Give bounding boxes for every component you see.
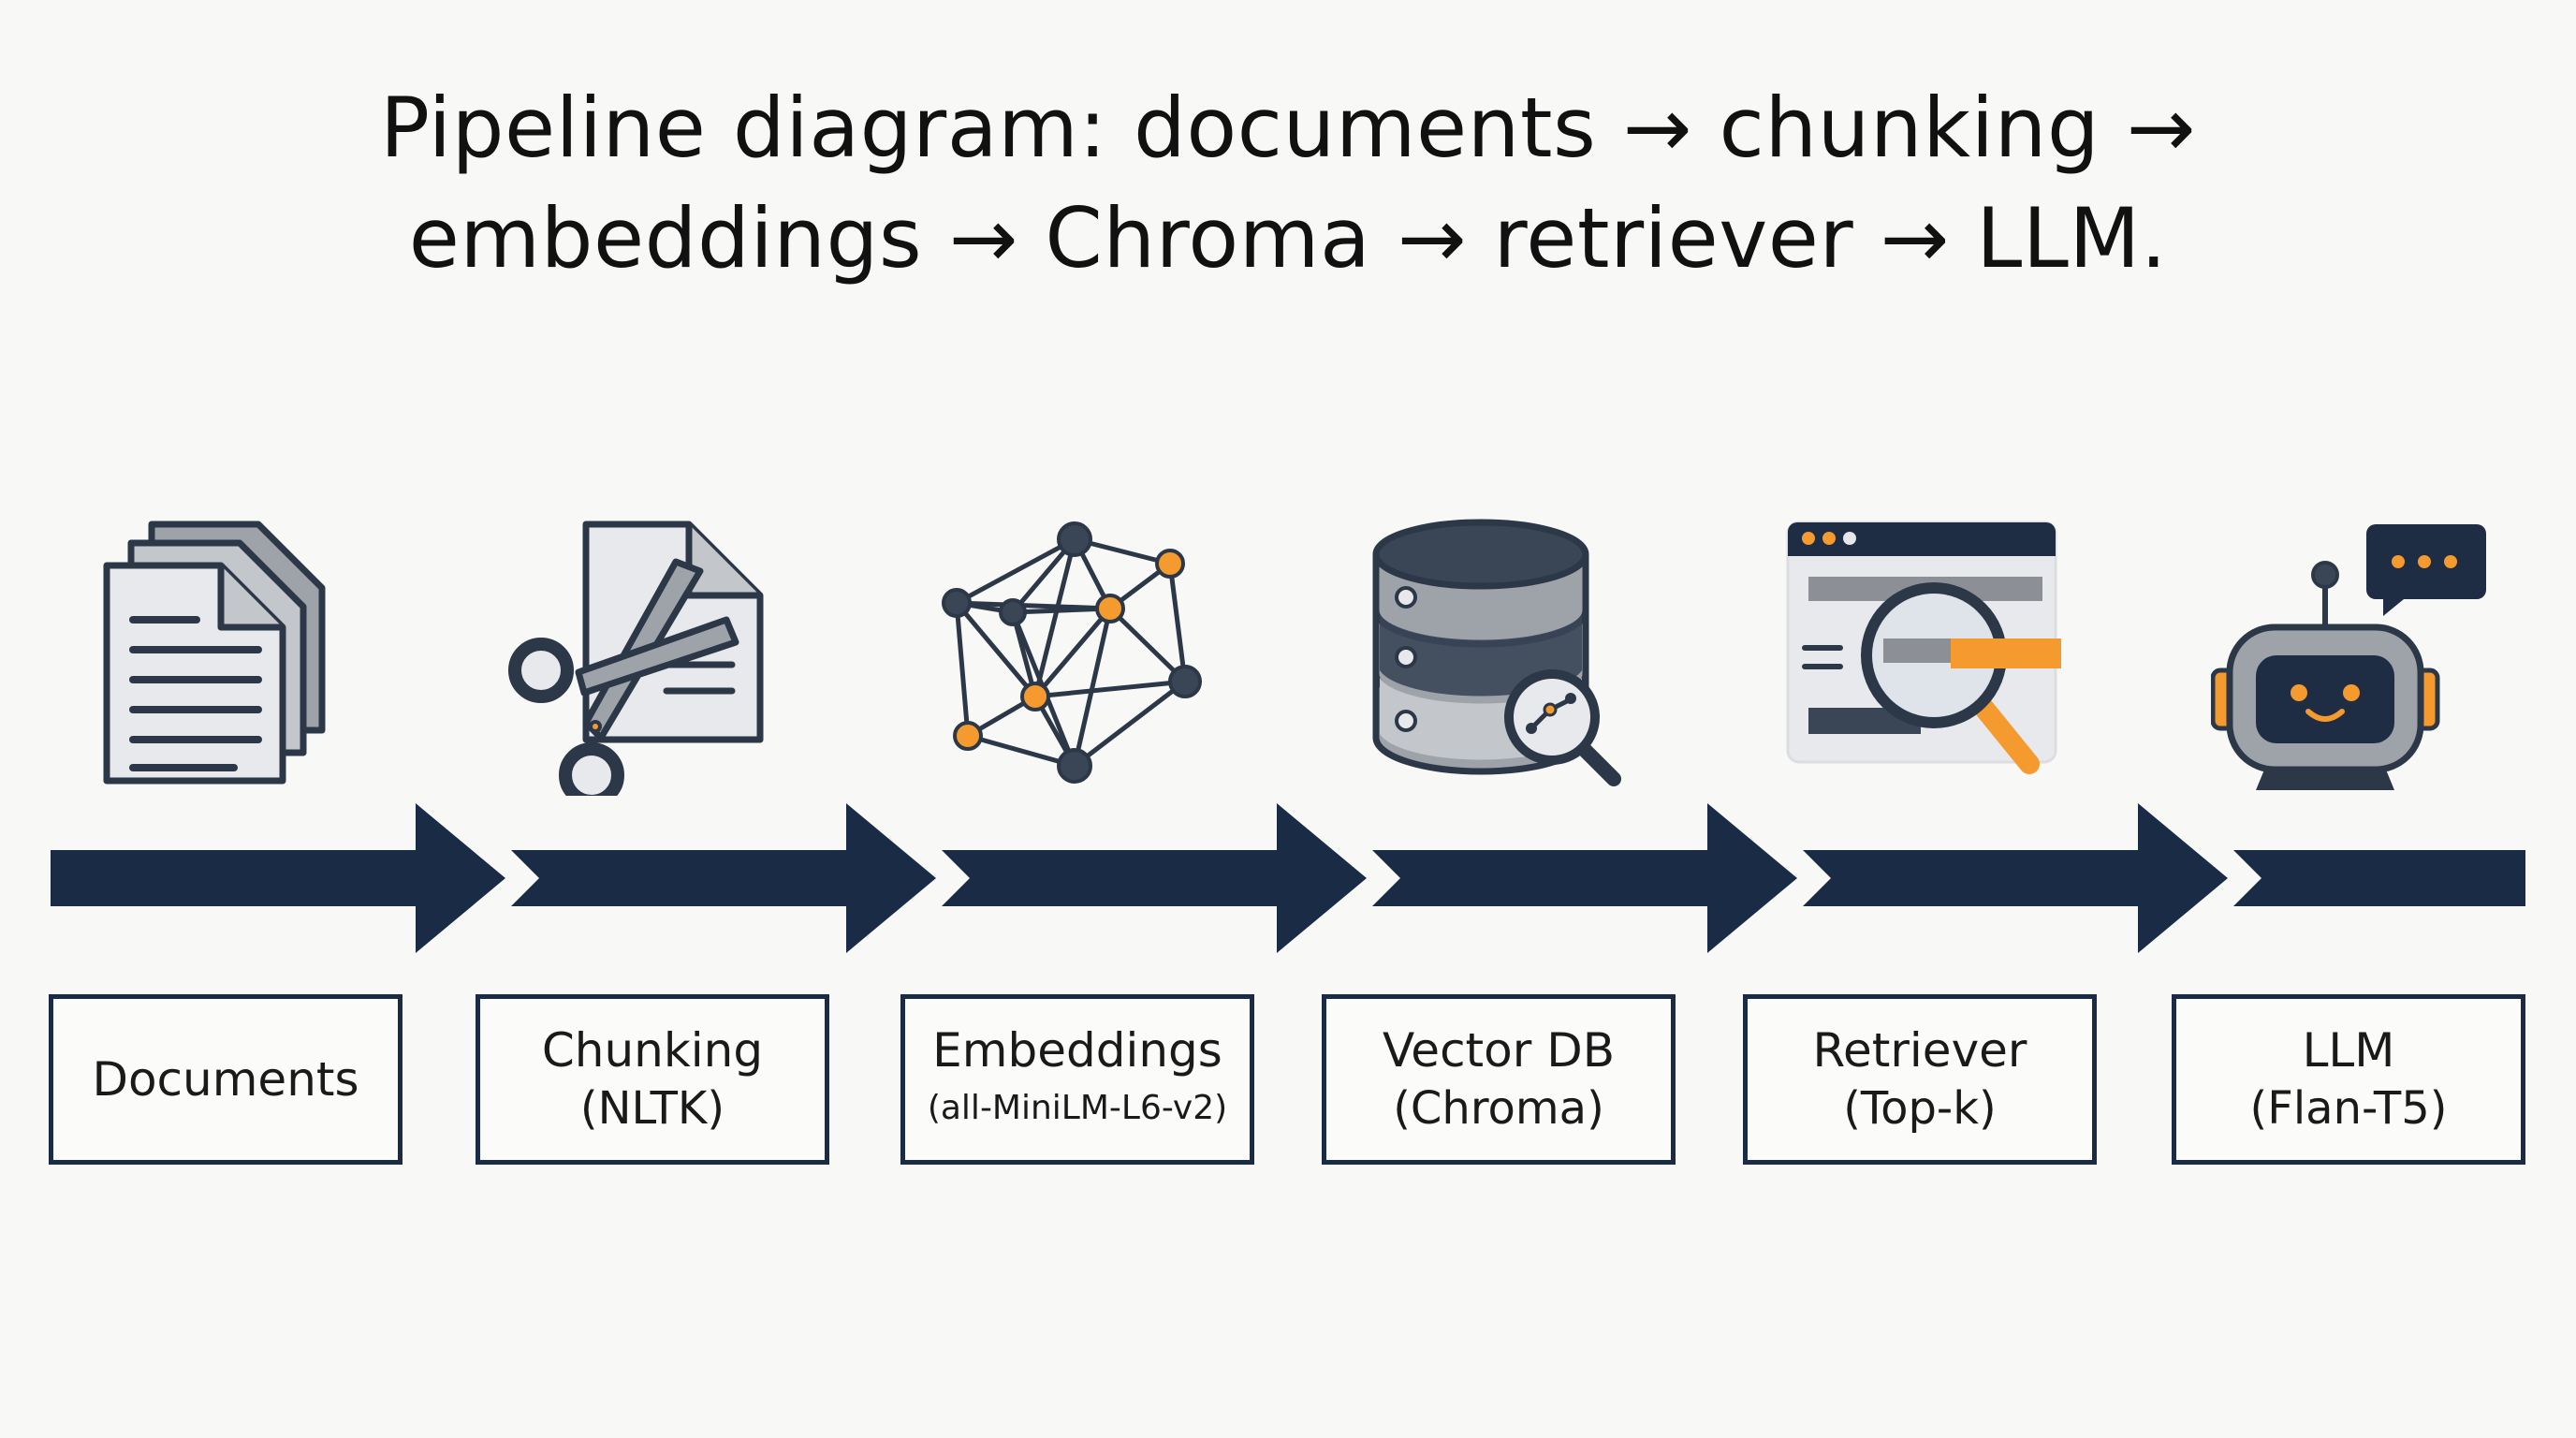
flow-arrow-1 — [51, 803, 505, 953]
flow-arrow-5 — [1803, 803, 2228, 953]
network-graph-icon — [942, 521, 1202, 784]
stage-label-line2: (NLTK) — [579, 1082, 725, 1135]
stage-label-line2: (Top-k) — [1843, 1082, 1997, 1135]
stage-label-retriever: Retriever (Top-k) — [1743, 994, 2097, 1165]
stage-label-line1: LLM — [2302, 1023, 2395, 1078]
stage-label-vector-db: Vector DB (Chroma) — [1322, 994, 1676, 1165]
title-line-2: embeddings → Chroma → retriever → LLM. — [408, 190, 2168, 286]
diagram-title: Pipeline diagram: documents → chunking →… — [0, 73, 2576, 294]
stage-label-line2: (Flan-T5) — [2249, 1082, 2448, 1135]
stage-label-line1: Retriever — [1812, 1023, 2027, 1078]
robot-chat-icon — [2211, 524, 2486, 790]
stage-label-chunking: Chunking (NLTK) — [476, 994, 829, 1165]
stage-label-line1: Vector DB — [1382, 1023, 1616, 1078]
stage-label-documents: Documents — [49, 994, 402, 1165]
stage-label-line1: Chunking — [541, 1023, 764, 1078]
stage-label-llm: LLM (Flan-T5) — [2172, 994, 2525, 1165]
flow-arrow-6 — [2233, 850, 2525, 906]
scissors-document-icon — [508, 521, 764, 796]
document-stack-icon — [103, 521, 326, 785]
flow-arrow-2 — [511, 803, 936, 953]
database-search-icon — [1372, 519, 1621, 786]
title-line-1: Pipeline diagram: documents → chunking → — [380, 80, 2196, 176]
flow-arrow-3 — [942, 803, 1367, 953]
stage-label-line1: Embeddings — [932, 1023, 1222, 1078]
browser-magnifier-icon — [1786, 521, 2061, 774]
stage-label-line1: Documents — [92, 1052, 359, 1107]
stage-label-embeddings: Embeddings (all-MiniLM-L6-v2) — [900, 994, 1254, 1165]
flow-arrow-4 — [1372, 803, 1797, 953]
stage-label-line2: (Chroma) — [1393, 1082, 1604, 1135]
stage-label-line2: (all-MiniLM-L6-v2) — [927, 1089, 1228, 1127]
